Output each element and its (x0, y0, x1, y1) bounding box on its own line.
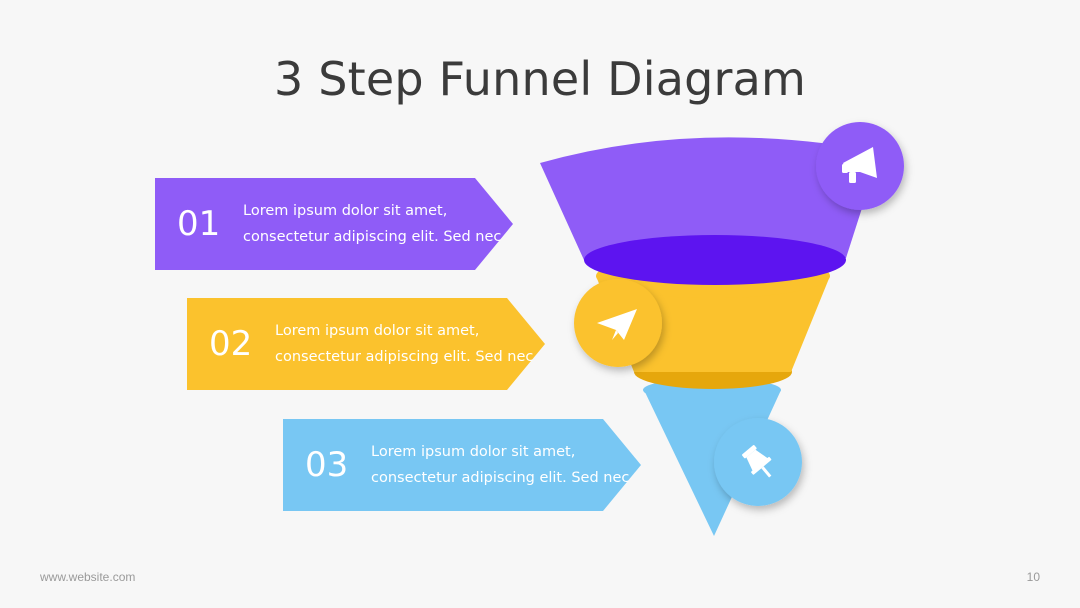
step-02-line-1: Lorem ipsum dolor sit amet, (275, 323, 480, 339)
step-01-arrow: 01 Lorem ipsum dolor sit amet, consectet… (155, 178, 513, 270)
step-02-description: Lorem ipsum dolor sit amet, consectetur … (275, 318, 535, 370)
step-02-arrow: 02 Lorem ipsum dolor sit amet, consectet… (187, 298, 545, 390)
step-02-arrow-shape (187, 298, 545, 390)
footer-website: www.website.com (40, 570, 136, 584)
step-01-description: Lorem ipsum dolor sit amet, consectetur … (243, 198, 503, 250)
step-03-arrow-shape (283, 419, 641, 511)
step-01-arrow-shape (155, 178, 513, 270)
slide-title: 3 Step Funnel Diagram (273, 52, 807, 106)
page-number: 10 (1026, 570, 1040, 584)
step-03-line-2: consectetur adipiscing elit. Sed nec (371, 470, 630, 486)
step-02-line-2: consectetur adipiscing elit. Sed nec (275, 349, 534, 365)
step-02-number: 02 (209, 324, 253, 364)
step-03-line-1: Lorem ipsum dolor sit amet, (371, 444, 576, 460)
funnel-section-1 (540, 137, 880, 285)
step-01-number: 01 (177, 204, 221, 244)
step-03-description: Lorem ipsum dolor sit amet, consectetur … (371, 439, 631, 491)
step-03-number: 03 (305, 445, 349, 485)
step-01-line-1: Lorem ipsum dolor sit amet, (243, 203, 448, 219)
step-01-line-2: consectetur adipiscing elit. Sed nec (243, 229, 502, 245)
step-03-arrow: 03 Lorem ipsum dolor sit amet, consectet… (283, 419, 641, 511)
